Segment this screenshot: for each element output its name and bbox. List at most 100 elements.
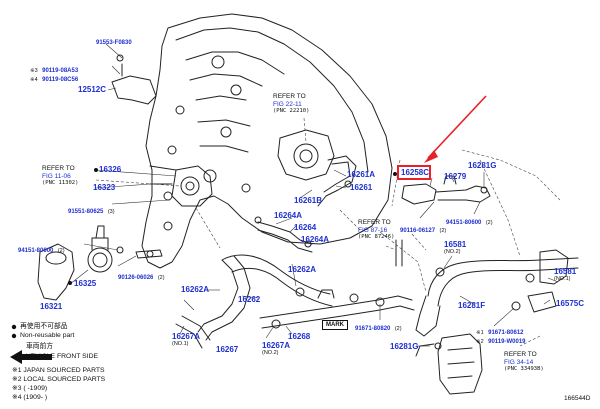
- mark-label: MARK: [322, 320, 348, 330]
- source-mark: ※1: [476, 330, 484, 336]
- part-label-94151a[interactable]: 94151-80600: [18, 248, 54, 254]
- ref-fig22[interactable]: REFER TO FIG 22-11 (PNC 22210): [273, 93, 310, 115]
- qty: (3): [107, 209, 115, 215]
- source-mark: ※3: [30, 68, 38, 74]
- part-label-91671a[interactable]: 91671-80820: [355, 326, 391, 332]
- legend-not-reusable: Non-reusable part: [20, 332, 75, 339]
- part-label-16261[interactable]: 16261: [350, 183, 373, 192]
- part-label-16264A-b[interactable]: 16264A: [301, 235, 330, 244]
- ref-fig-link[interactable]: FIG 11-06: [42, 172, 71, 180]
- diagram-id: 166544D: [564, 395, 591, 402]
- legend-note-1: ※1 JAPAN SOURCED PARTS: [12, 367, 105, 374]
- qty: (2): [57, 248, 65, 254]
- part-row-16267A-b: 16267A (NO.2): [262, 342, 290, 357]
- part-label-90119b[interactable]: 90119-08C56: [42, 77, 79, 83]
- ref-pnc: (PNC 22210): [273, 108, 310, 114]
- part-row-91671b: ※1 91671-80612: [476, 322, 524, 338]
- part-label-16325[interactable]: 16325: [74, 279, 97, 288]
- part-label-16281F[interactable]: 16281F: [458, 301, 486, 310]
- ref-pnc: (PNC 11302): [42, 180, 79, 186]
- part-label-16326[interactable]: 16326: [99, 165, 122, 174]
- highlight-box-16258C: [397, 165, 431, 180]
- legend-not-reusable-jp: 再使用不可部品: [20, 323, 68, 330]
- ref-text: REFER TO: [42, 165, 75, 172]
- part-label-12512C[interactable]: 12512C: [78, 85, 107, 94]
- part-label-16258C[interactable]: 16258C: [401, 168, 430, 177]
- part-row-91551: 91551-80625 (3): [68, 201, 115, 217]
- part-label-16281G-a[interactable]: 16281G: [468, 161, 497, 170]
- ref-pnc: (PNC 33493B): [504, 366, 544, 372]
- ref-fig-link[interactable]: FIG 34-14: [504, 358, 534, 366]
- part-label-91551[interactable]: 91551-80625: [68, 209, 104, 215]
- part-label-16267A-a[interactable]: 16267A: [172, 332, 201, 341]
- part-row-16581-b: 16581 (NO.1): [554, 268, 576, 283]
- part-row-90119a: ※3 90119-08A53: [30, 60, 78, 76]
- qty: (2): [394, 326, 402, 332]
- non-reusable-dot-icon: [393, 172, 397, 176]
- part-label-16264[interactable]: 16264: [294, 223, 317, 232]
- part-label-90119c[interactable]: 90119-W0019: [488, 339, 526, 345]
- non-reusable-dot-icon: [94, 168, 98, 172]
- part-row-91671a: 91671-80820 (2): [355, 318, 402, 334]
- part-variant: (NO.2): [262, 350, 279, 356]
- source-mark: ※4: [30, 77, 38, 83]
- non-reusable-dot-icon: [11, 324, 17, 330]
- ref-fig87[interactable]: REFER TO FIG 87-16 (PNC 87246): [358, 219, 395, 241]
- legend-note-4: ※4 (1909- ): [12, 394, 48, 401]
- non-reusable-dot-icon: [68, 281, 72, 285]
- part-label-16323[interactable]: 16323: [93, 183, 116, 192]
- part-row-90116: 90116-06127 (2): [400, 220, 446, 236]
- part-label-90119a[interactable]: 90119-08A53: [42, 68, 79, 74]
- part-label-16281G-b[interactable]: 16281G: [390, 342, 419, 351]
- source-mark: ※2: [476, 339, 484, 345]
- part-row-16581-a: 16581 (NO.2): [444, 241, 466, 256]
- qty: (2): [439, 228, 447, 234]
- ref-text: REFER TO: [504, 351, 537, 358]
- legend-front-jp: 車両前方: [26, 343, 54, 350]
- part-label-16261A[interactable]: 16261A: [347, 170, 376, 179]
- part-label-16575C[interactable]: 16575C: [556, 299, 585, 308]
- part-row-16267A-a: 16267A (NO.1): [172, 333, 200, 348]
- vehicle-front-arrow-icon: [10, 350, 52, 364]
- part-label-16581-b[interactable]: 16581: [554, 267, 577, 276]
- part-label-16261B[interactable]: 16261B: [294, 196, 323, 205]
- part-row-90119c: ※2 90119-W0019: [476, 331, 526, 347]
- part-row-94151b: 94151-80600 (2): [446, 212, 493, 228]
- callout-arrow: [424, 95, 487, 163]
- part-label-16267[interactable]: 16267: [216, 345, 239, 354]
- engine-block: [141, 13, 393, 269]
- ref-fig11[interactable]: REFER TO FIG 11-06 (PNC 11302): [42, 165, 79, 187]
- part-label-16267A-b[interactable]: 16267A: [262, 341, 291, 350]
- part-label-16279[interactable]: 16279: [444, 172, 467, 181]
- part-row-94151a: 94151-80600 (2): [18, 240, 65, 256]
- part-label-16262A-b[interactable]: 16262A: [181, 285, 210, 294]
- part-label-16321[interactable]: 16321: [40, 302, 63, 311]
- part-row-90119b: ※4 90119-08C56: [30, 69, 78, 85]
- part-label-91671b[interactable]: 91671-80612: [488, 330, 524, 336]
- qty: (2): [157, 275, 165, 281]
- ref-fig34[interactable]: REFER TO FIG 34-14 (PNC 33493B): [504, 351, 544, 373]
- legend-front: VEHICLE FRONT SIDE: [26, 353, 99, 360]
- legend-note-3: ※3 ( -1909): [12, 385, 48, 392]
- ref-text: REFER TO: [273, 93, 306, 100]
- part-label-16262[interactable]: 16262: [238, 295, 261, 304]
- ref-fig-link[interactable]: FIG 87-16: [358, 226, 388, 234]
- part-variant: (NO.1): [554, 276, 571, 282]
- part-label-90126[interactable]: 90126-06026: [118, 275, 154, 281]
- non-reusable-dot-icon: [11, 333, 17, 339]
- part-label-16264A-a[interactable]: 16264A: [274, 211, 303, 220]
- part-label-90116[interactable]: 90116-06127: [400, 228, 436, 234]
- part-variant: (NO.1): [172, 341, 189, 347]
- ref-fig-link[interactable]: FIG 22-11: [273, 100, 302, 108]
- part-label-16581-a[interactable]: 16581: [444, 240, 467, 249]
- part-label-91553[interactable]: 91553-F0830: [96, 40, 132, 46]
- part-label-94151b[interactable]: 94151-80600: [446, 220, 482, 226]
- ref-pnc: (PNC 87246): [358, 234, 395, 240]
- legend-note-2: ※2 LOCAL SOURCED PARTS: [12, 376, 106, 383]
- part-variant: (NO.2): [444, 249, 461, 255]
- part-label-16268[interactable]: 16268: [288, 332, 311, 341]
- part-label-16262A-a[interactable]: 16262A: [288, 265, 317, 274]
- qty: (2): [485, 220, 493, 226]
